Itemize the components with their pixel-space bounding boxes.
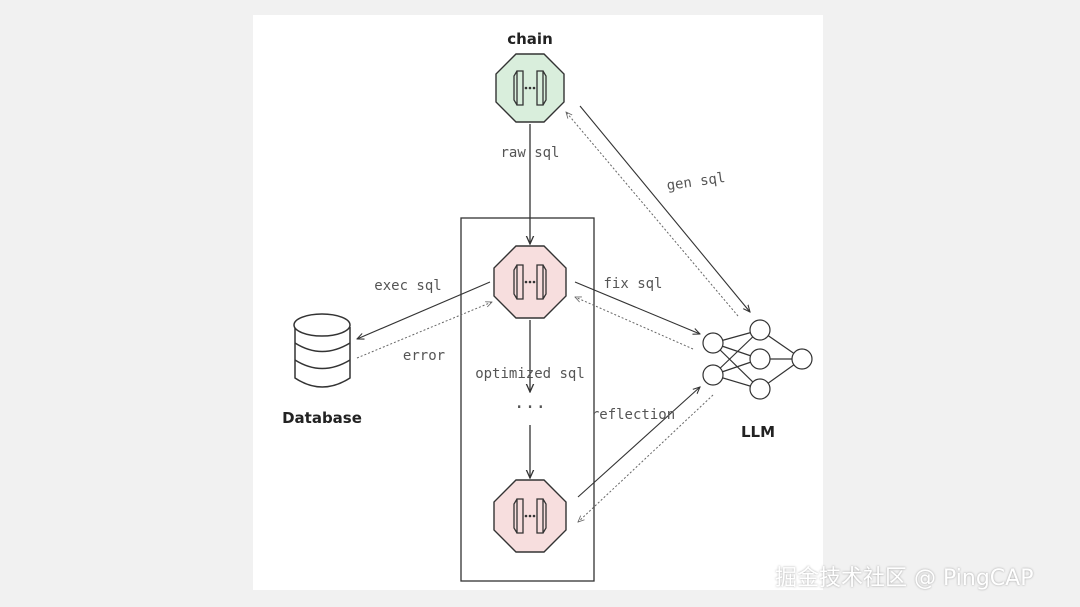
pipeline-container bbox=[460, 217, 595, 582]
gen-sql-arrow bbox=[579, 105, 750, 312]
watermark: 掘金技术社区 @ PingCAP bbox=[775, 566, 1034, 591]
exec-sql-label: exec sql bbox=[374, 278, 441, 294]
exec-sql-arrow bbox=[357, 281, 491, 339]
raw-sql-label: raw sql bbox=[500, 145, 559, 161]
fix-sql-label: fix sql bbox=[603, 276, 662, 292]
error-arrow bbox=[356, 302, 492, 359]
fix-sql-arrow bbox=[574, 281, 700, 334]
reflection-arrow bbox=[577, 387, 700, 498]
optimized-sql-label: optimized sql bbox=[475, 366, 585, 382]
database-icon bbox=[293, 313, 351, 388]
reflection-return-arrow bbox=[578, 394, 714, 522]
reflection-node bbox=[493, 479, 567, 553]
reflection-label: reflection bbox=[591, 407, 675, 423]
fix-sql-return-arrow bbox=[575, 296, 694, 350]
llm-label: LLM bbox=[741, 423, 775, 441]
ellipsis-label: ··· bbox=[514, 397, 547, 418]
llm-network-icon bbox=[702, 319, 813, 400]
database-label: Database bbox=[282, 409, 362, 427]
gen-sql-label: gen sql bbox=[666, 170, 727, 194]
fix-sql-node bbox=[493, 245, 567, 319]
error-label: error bbox=[403, 348, 445, 364]
gen-sql-return-arrow bbox=[566, 112, 739, 317]
chain-label: chain bbox=[507, 30, 553, 48]
chain-node bbox=[495, 53, 565, 123]
